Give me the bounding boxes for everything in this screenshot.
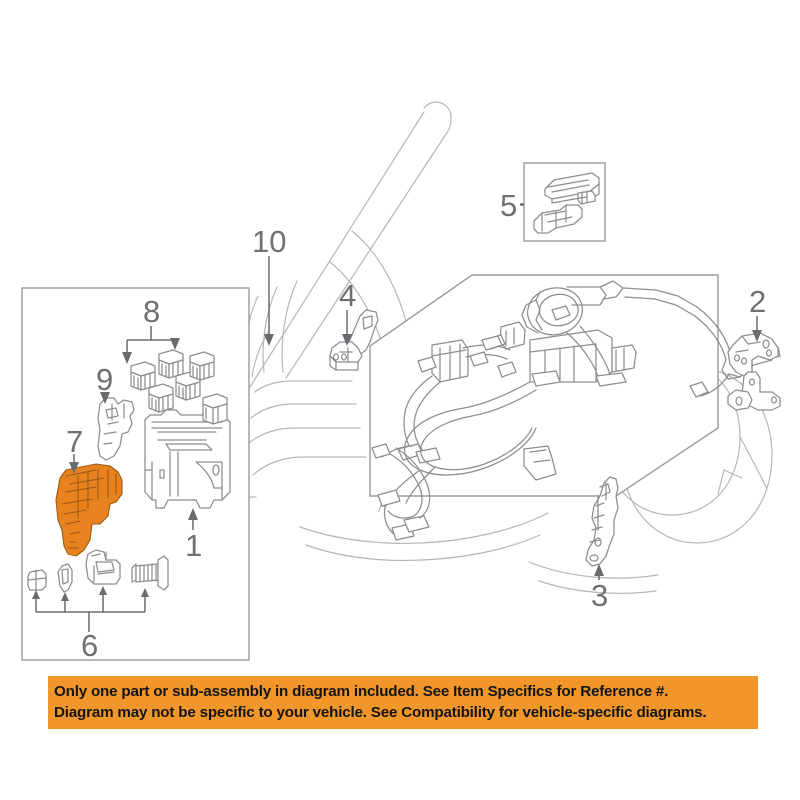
callout-number-9: 9	[96, 362, 113, 397]
disclaimer-banner: Only one part or sub-assembly in diagram…	[48, 676, 758, 729]
pin-part	[57, 563, 73, 593]
callout-numbers: 10 8 9 7 1 6 4 5 2 3	[66, 188, 766, 663]
callout-number-1: 1	[185, 528, 202, 563]
small-clips-and-bolt	[27, 549, 169, 632]
connector-clip-part	[85, 549, 121, 585]
small-clip-part	[27, 569, 47, 591]
relay-fuse-box-part	[544, 172, 600, 205]
left-parts-panel	[21, 287, 250, 661]
disclaimer-line-2: Diagram may not be specific to your vehi…	[54, 704, 707, 721]
callout-number-8: 8	[143, 294, 160, 329]
callout-number-5: 5	[500, 188, 517, 223]
harness-clamp-bracket	[97, 397, 135, 461]
callout-leaders	[69, 203, 762, 580]
callout-number-2: 2	[749, 284, 766, 319]
callout-number-10: 10	[252, 224, 286, 259]
callout-number-6: 6	[81, 628, 98, 663]
wire-harness-panel	[369, 274, 781, 541]
vehicle-body-outline	[242, 101, 773, 594]
bracket-lower-narrow	[585, 476, 619, 567]
relay-box-inset	[520, 162, 606, 242]
bolt-part	[131, 555, 169, 591]
highlighted-junction-block-cover	[55, 463, 123, 557]
callout-number-7: 7	[66, 424, 83, 459]
callout-number-3: 3	[591, 578, 608, 613]
bracket-right-upper	[727, 332, 781, 411]
relay-connector-part	[533, 204, 583, 234]
fuse-relay-cubes	[130, 349, 228, 425]
junction-block-fuse-box	[144, 409, 231, 509]
disclaimer-line-1: Only one part or sub-assembly in diagram…	[54, 683, 669, 700]
callout-number-4: 4	[339, 278, 356, 313]
